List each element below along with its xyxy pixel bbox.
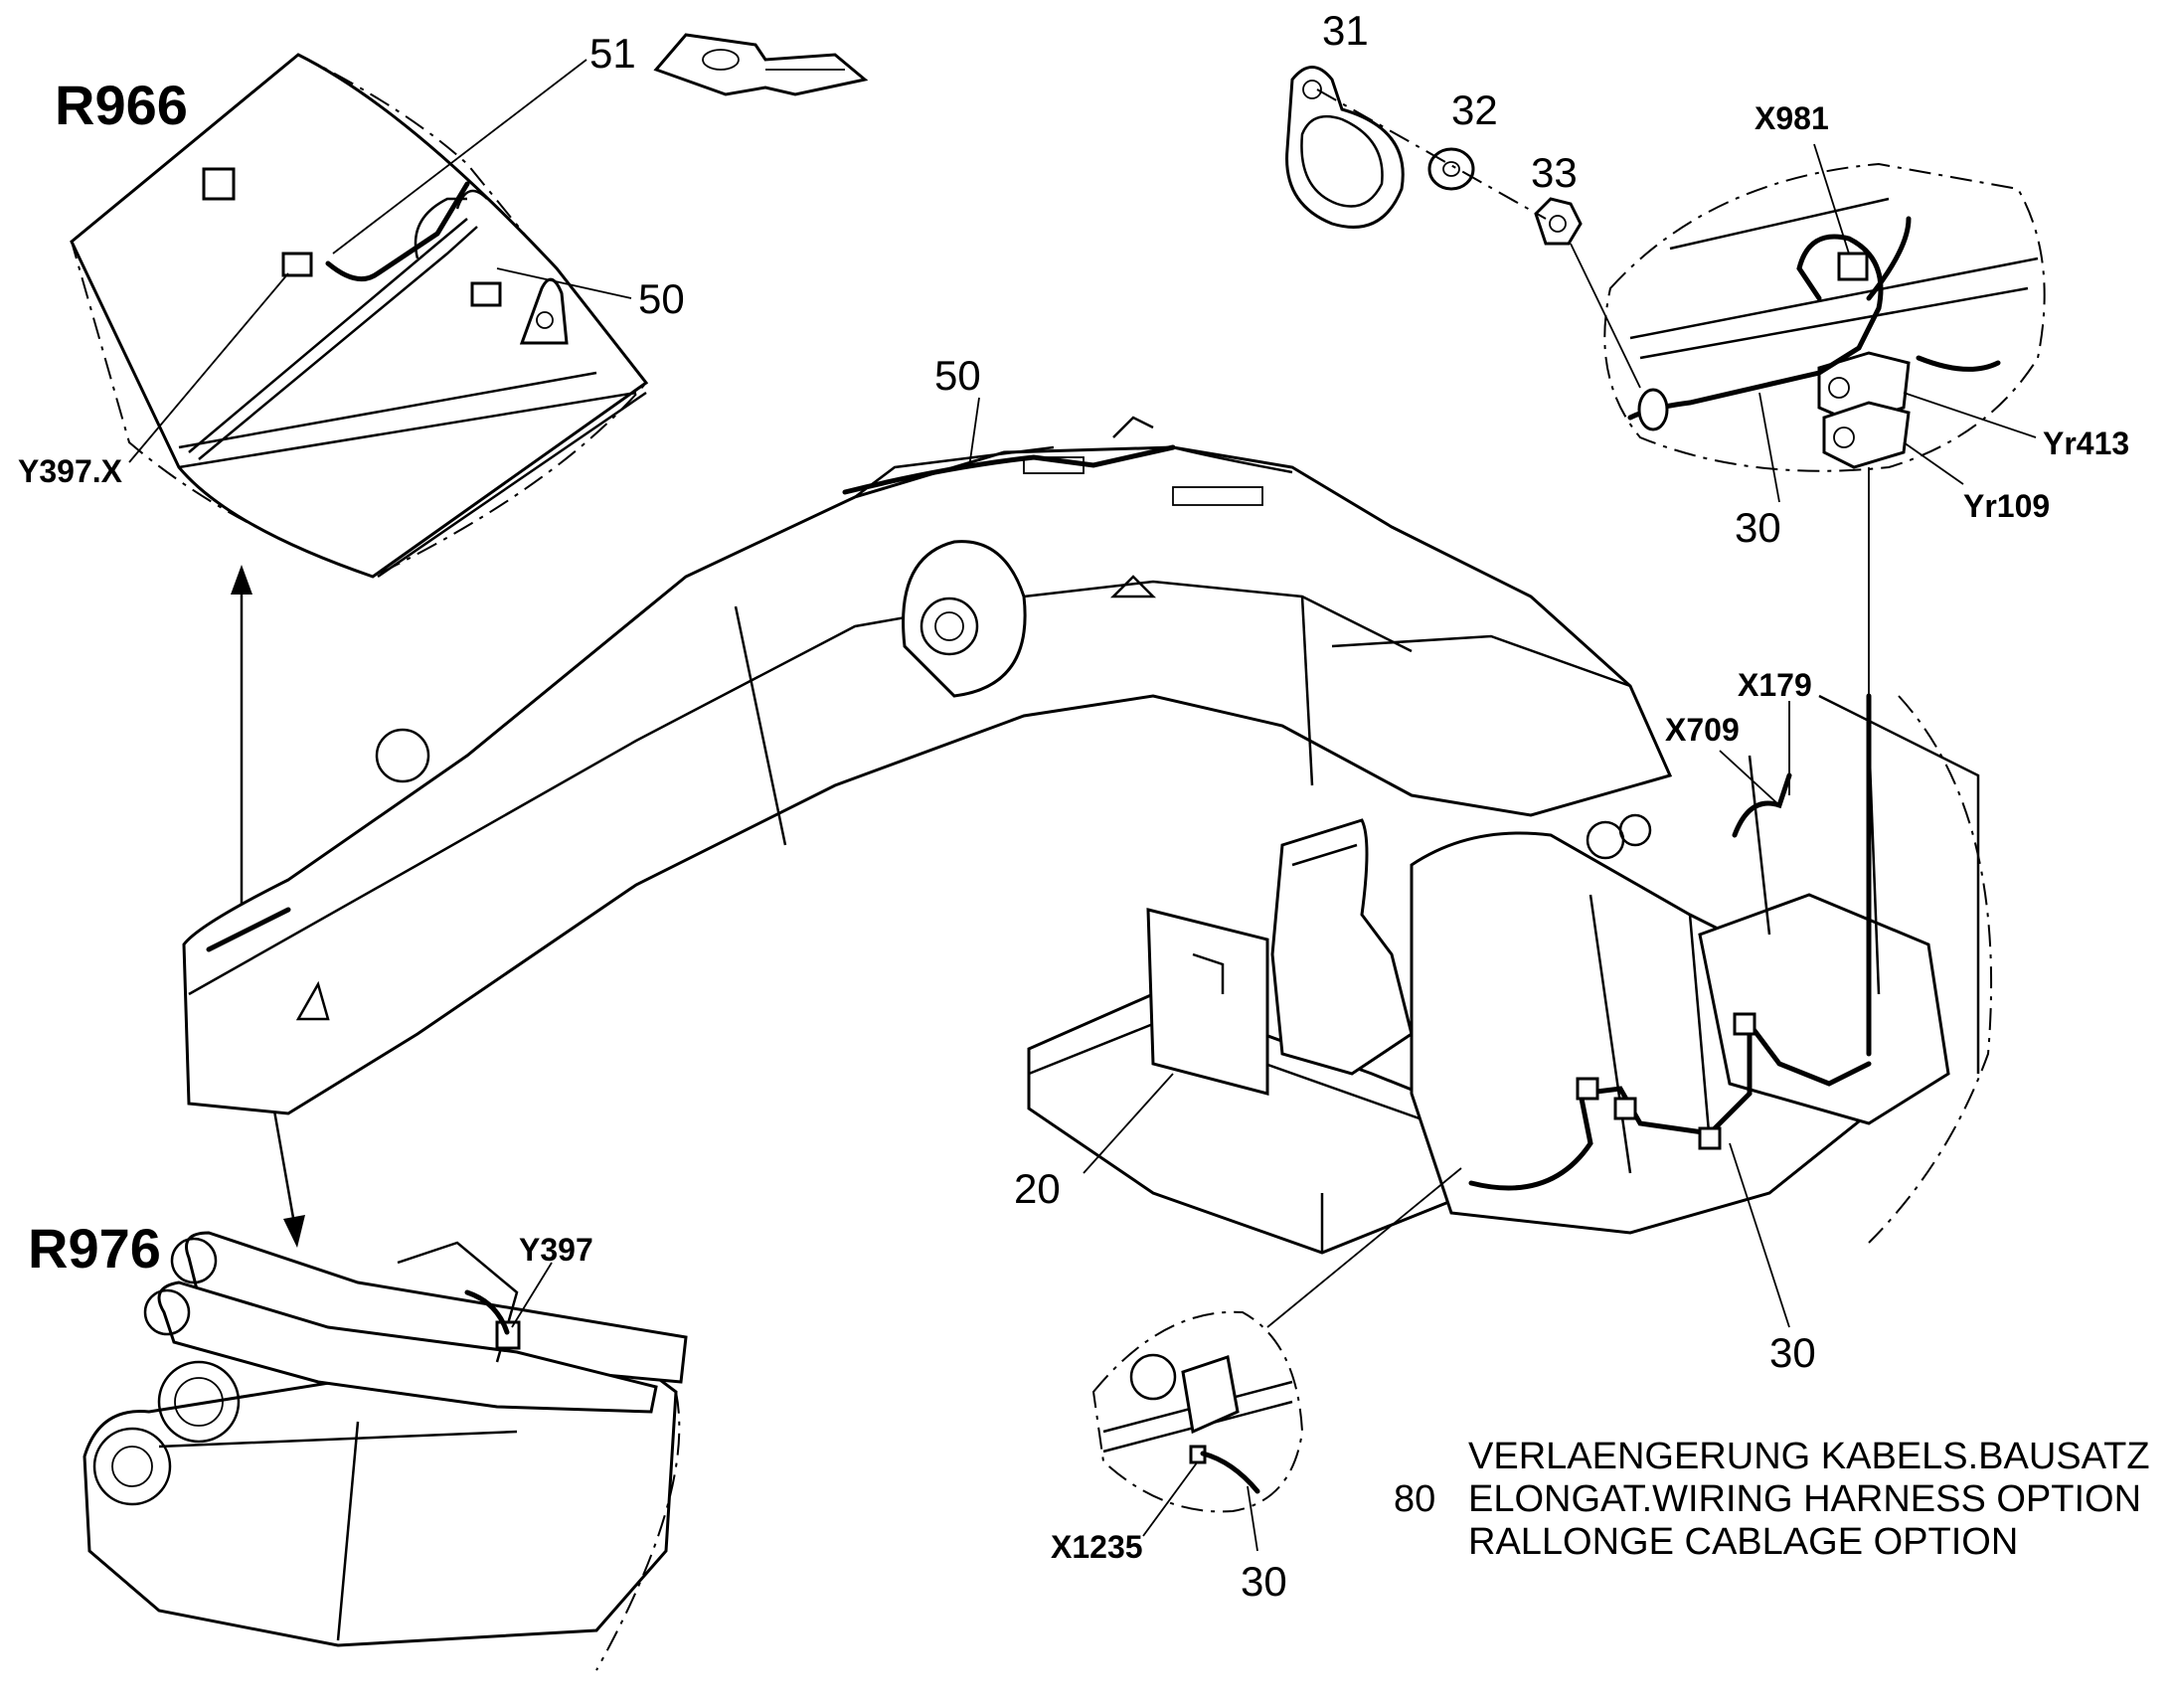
wire-y397x	[325, 181, 470, 282]
leader-20	[1083, 1073, 1174, 1174]
connector-x981	[1837, 252, 1869, 281]
leader-30-right	[1758, 392, 1780, 503]
model-label-r966: R966	[55, 74, 188, 136]
legend: 80 VERLAENGERUNG KABELS.BAUSATZ ELONGAT.…	[1394, 1436, 2150, 1563]
arm-structure	[83, 1330, 678, 1647]
assembly-axis	[1316, 88, 1547, 220]
legend-line-de: VERLAENGERUNG KABELS.BAUSATZ	[1468, 1436, 2150, 1477]
operator-seat	[1270, 818, 1414, 1076]
valve-yr413	[1817, 351, 1911, 425]
nut-part-33	[1534, 197, 1583, 246]
hydraulic-block	[1698, 893, 1950, 1125]
connector-y397x	[281, 252, 313, 277]
leader-x709	[1719, 750, 1780, 806]
connector-label-yr413: Yr413	[2043, 426, 2129, 461]
wire-x709	[1732, 772, 1792, 838]
legend-line-en: ELONGAT.WIRING HARNESS OPTION	[1468, 1478, 2141, 1520]
part-label-33: 33	[1531, 149, 1578, 196]
bracket-shape-2	[470, 281, 502, 307]
excavator-boom: 50	[182, 352, 1673, 1115]
clamp-part-31	[1285, 66, 1405, 229]
leader-yr413	[1903, 392, 2037, 438]
wire-harness-30	[1468, 1016, 1872, 1191]
control-panel	[1146, 908, 1269, 1096]
part-label-30-frame: 30	[1769, 1329, 1816, 1376]
part-label-20: 20	[1014, 1165, 1061, 1212]
part-label-30-right: 30	[1735, 504, 1781, 551]
detail-r966	[70, 53, 649, 579]
part-label-31: 31	[1322, 7, 1369, 54]
leader-30-frame	[1729, 1142, 1790, 1328]
leader-51	[332, 59, 587, 255]
detail-valves: X981 Yr413 Yr109 30	[1603, 100, 2129, 551]
uppercarriage: 20 30 X179 X709	[1014, 467, 1993, 1376]
detail-r976: R976 Y397	[28, 1217, 688, 1671]
leader-30-bottom	[1247, 1485, 1258, 1552]
detail-valves-border	[1603, 162, 2046, 472]
leader-y397	[511, 1262, 553, 1328]
wire-boom-front	[206, 907, 291, 952]
part-label-32: 32	[1451, 86, 1498, 133]
connector-label-y397x: Y397.X	[18, 453, 123, 489]
detail-x1235: X1235 30	[1051, 1310, 1304, 1605]
main-frame	[1410, 831, 1871, 1235]
connector-label-yr109: Yr109	[1963, 488, 2050, 524]
leader-y397x	[128, 272, 289, 463]
part-label-50-detail: 50	[638, 275, 685, 322]
connector-y397	[495, 1320, 521, 1350]
cylinder-lower	[157, 1281, 658, 1414]
leader-x1235	[1142, 1460, 1199, 1537]
connector-label-x1235: X1235	[1051, 1529, 1143, 1565]
bracket-shape	[202, 167, 236, 201]
connector-label-x179: X179	[1738, 667, 1812, 703]
connector-label-y397: Y397	[519, 1232, 593, 1268]
leader-50-detail	[496, 267, 632, 299]
connector-label-x981: X981	[1755, 100, 1829, 136]
frame-boundary	[1868, 695, 1993, 1244]
model-label-r976: R976	[28, 1217, 161, 1280]
leader-50-boom	[968, 397, 980, 468]
legend-item-number: 80	[1394, 1478, 1435, 1520]
legend-line-fr: RALLONGE CABLAGE OPTION	[1468, 1521, 2018, 1563]
washer-part-32	[1427, 147, 1475, 191]
bracket-part-51	[653, 33, 869, 96]
leader-to-bottom-detail	[1266, 1167, 1462, 1328]
valve-yr109	[1822, 401, 1911, 469]
connector-label-x709: X709	[1665, 712, 1740, 748]
part-label-51: 51	[589, 30, 636, 77]
leader-x981	[1813, 143, 1850, 255]
detail-x1235-border	[1091, 1310, 1304, 1513]
part-label-50-boom: 50	[934, 352, 981, 399]
part-label-30-bottom: 30	[1241, 1558, 1287, 1605]
leader-yr109	[1903, 441, 1964, 485]
